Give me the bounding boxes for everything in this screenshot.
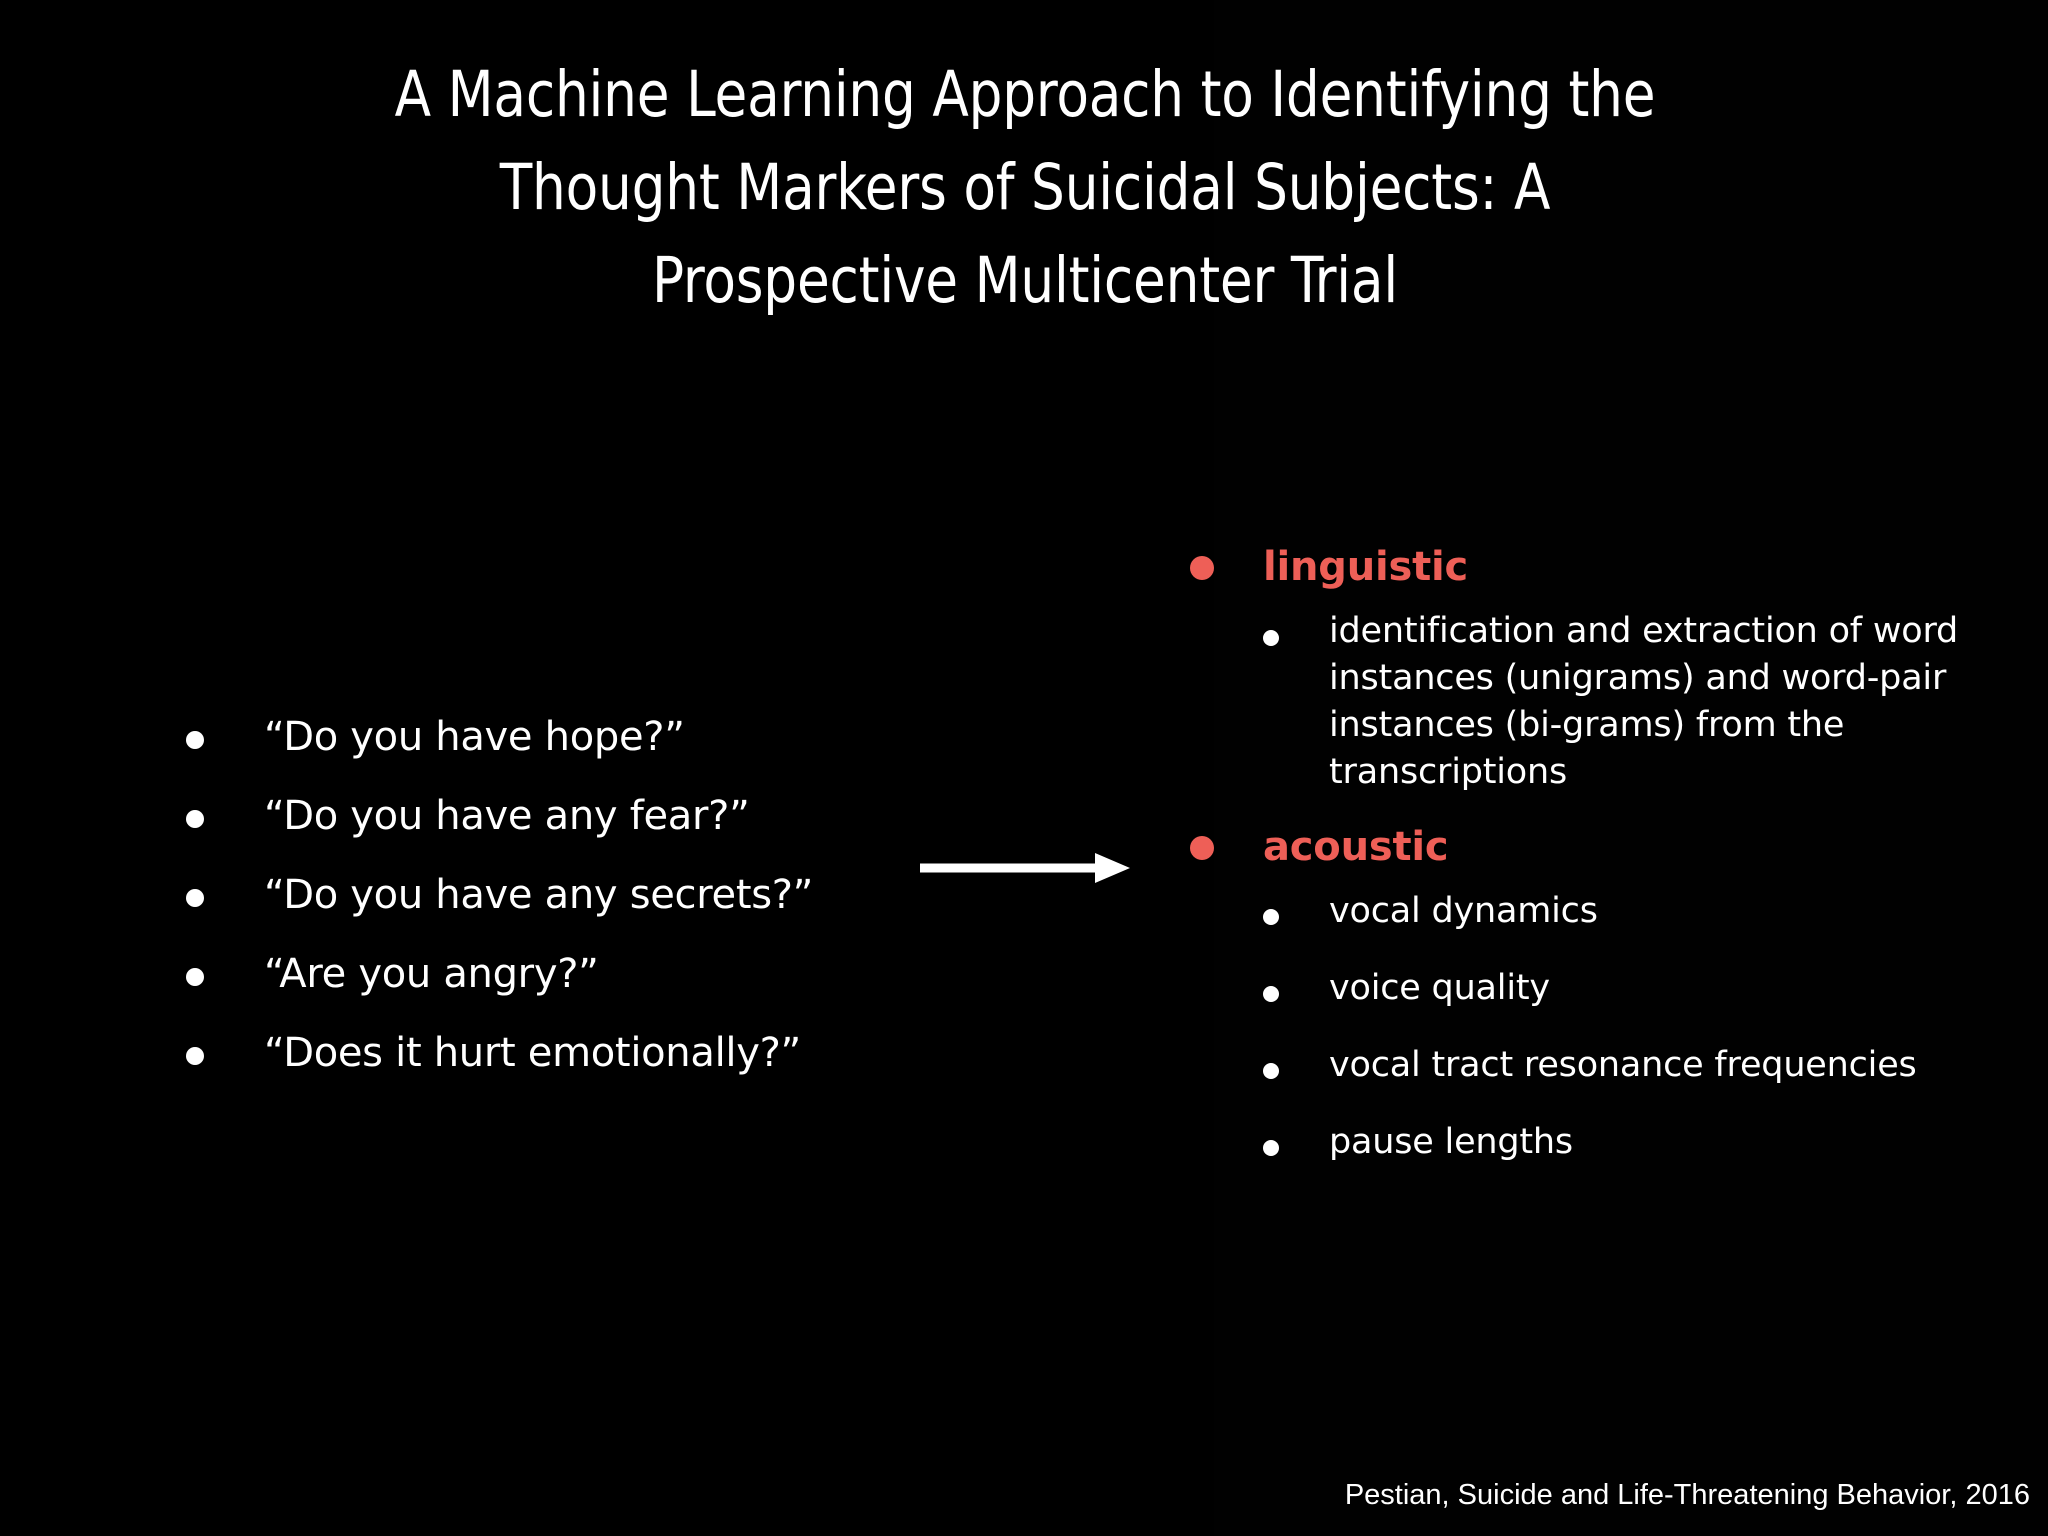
list-item: voice quality: [1190, 965, 2030, 1042]
question-text: “Do you have any secrets?”: [264, 872, 814, 918]
list-item: “Do you have hope?”: [186, 710, 926, 789]
bullet-icon: [186, 731, 204, 749]
feature-item-text: vocal dynamics: [1329, 891, 1598, 931]
feature-item-text: pause lengths: [1329, 1122, 1573, 1162]
citation-text: Pestian, Suicide and Life-Threatening Be…: [1344, 1479, 2030, 1511]
bullet-icon: [1263, 1140, 1279, 1156]
title-line-3: Prospective Multicenter Trial: [652, 244, 1398, 317]
question-list: “Do you have hope?” “Do you have any fea…: [186, 710, 926, 1105]
list-item: “Does it hurt emotionally?”: [186, 1026, 926, 1105]
bullet-icon: [186, 968, 204, 986]
feature-group-acoustic: acoustic vocal dynamics voice quality vo…: [1190, 820, 2030, 1196]
bullet-icon: [1263, 630, 1279, 646]
feature-group-title: acoustic: [1263, 824, 1449, 870]
page-title: A Machine Learning Approach to Identifyi…: [212, 48, 1838, 327]
bullet-icon: [186, 1047, 204, 1065]
question-text: “Do you have hope?”: [264, 714, 685, 760]
feature-group-header: linguistic: [1190, 540, 2030, 594]
list-item: “Do you have any fear?”: [186, 789, 926, 868]
feature-item-text: voice quality: [1329, 968, 1550, 1008]
bullet-icon: [186, 810, 204, 828]
question-text: “Does it hurt emotionally?”: [264, 1030, 801, 1076]
arrow-right-icon: [920, 848, 1130, 888]
list-item: “Are you angry?”: [186, 947, 926, 1026]
feature-item-text: identification and extraction of word in…: [1329, 611, 1959, 792]
bullet-icon: [1190, 836, 1214, 860]
list-item: vocal tract resonance frequencies: [1190, 1042, 2030, 1119]
list-item: identification and extraction of word in…: [1190, 608, 2030, 796]
bullet-icon: [1263, 909, 1279, 925]
bullet-icon: [1190, 556, 1214, 580]
list-item: “Do you have any secrets?”: [186, 868, 926, 947]
bullet-icon: [1263, 1063, 1279, 1079]
bullet-icon: [1263, 986, 1279, 1002]
list-item: vocal dynamics: [1190, 888, 2030, 965]
feature-groups: linguistic identification and extraction…: [1190, 540, 2030, 1202]
bullet-icon: [186, 889, 204, 907]
title-line-2: Thought Markers of Suicidal Subjects: A: [499, 151, 1551, 224]
feature-group-title: linguistic: [1263, 544, 1469, 590]
feature-group-linguistic: linguistic identification and extraction…: [1190, 540, 2030, 796]
feature-item-text: vocal tract resonance frequencies: [1329, 1045, 1917, 1085]
title-line-1: A Machine Learning Approach to Identifyi…: [394, 58, 1656, 131]
list-item: pause lengths: [1190, 1119, 2030, 1196]
question-text: “Do you have any fear?”: [264, 793, 750, 839]
feature-sub-list: identification and extraction of word in…: [1190, 608, 2030, 796]
question-text: “Are you angry?”: [264, 951, 599, 997]
feature-sub-list: vocal dynamics voice quality vocal tract…: [1190, 888, 2030, 1196]
right-panel-background: [1214, 0, 2048, 1536]
feature-group-header: acoustic: [1190, 820, 2030, 874]
